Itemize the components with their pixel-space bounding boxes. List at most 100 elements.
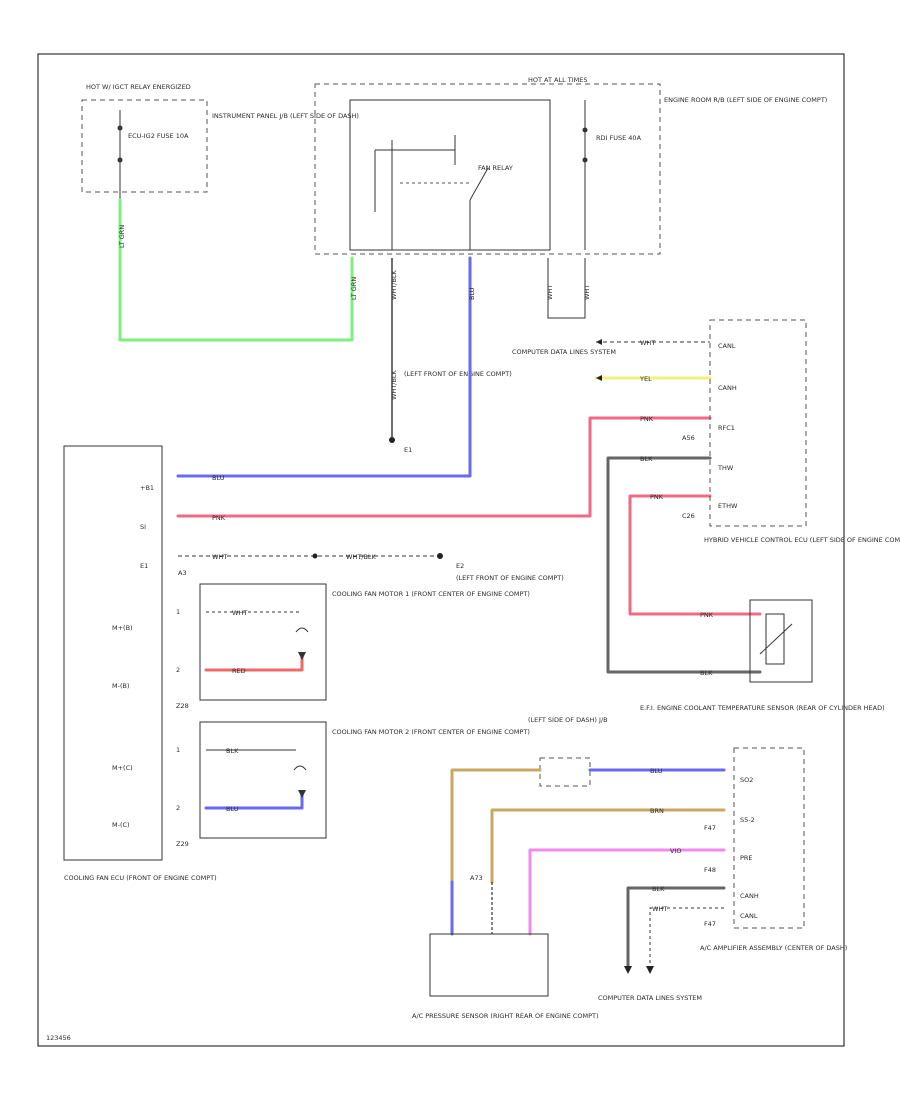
- pnk-label-ethw: PNK: [650, 493, 664, 501]
- ground-e2: [437, 553, 443, 559]
- vio-wire-pre: [528, 848, 726, 884]
- a73-label: A73: [470, 874, 483, 882]
- pnk-wire-ethw: [628, 494, 762, 616]
- m1n-pin: M-(B): [112, 682, 130, 690]
- rdi-fuse-label: RDI FUSE 40A: [596, 134, 642, 142]
- wht-canl-label: WHT: [640, 339, 655, 347]
- e2-label: E2: [456, 562, 464, 570]
- wht-blk-label-2: WHT/BLK: [390, 369, 398, 400]
- fan-relay-label: FAN RELAY: [478, 164, 513, 172]
- brn-s52-label: BRN: [650, 807, 664, 815]
- z29-label: Z29: [176, 840, 189, 848]
- rfc1-pin-label: RFC1: [718, 424, 735, 432]
- wht-label-2: WHT: [583, 285, 591, 300]
- ecu-ig2-fuse-label: ECU-IG2 FUSE 10A: [128, 132, 189, 140]
- hot-relay-label: HOT W/ IGCT RELAY ENERGIZED: [86, 83, 191, 91]
- left-front-e2-label: (LEFT FRONT OF ENGINE COMPT): [456, 574, 564, 582]
- ethw-pin-label: ETHW: [718, 502, 738, 510]
- hv-ecu-label: HYBRID VEHICLE CONTROL ECU (LEFT SIDE OF…: [704, 536, 900, 544]
- motor1-label: COOLING FAN MOTOR 1 (FRONT CENTER OF ENG…: [332, 590, 530, 598]
- wht-label-1: WHT: [546, 285, 554, 300]
- ac-amp-label: A/C AMPLIFIER ASSEMBLY (CENTER OF DASH): [700, 944, 847, 952]
- engine-room-rb: HOT AT ALL TIMES ENGINE ROOM R/B (LEFT S…: [314, 76, 827, 255]
- a56-label: A56: [682, 434, 695, 442]
- instrument-panel-jb: HOT W/ IGCT RELAY ENERGIZED ECU-IG2 FUSE…: [81, 83, 359, 200]
- pnk-label-2: PNK: [640, 415, 654, 423]
- motor1-pin1: 1: [176, 608, 180, 616]
- left-dash-label: (LEFT SIDE OF DASH) J/B: [528, 716, 608, 724]
- instr-panel-label: INSTRUMENT PANEL J/B (LEFT SIDE OF DASH): [212, 112, 359, 120]
- motor2-label: COOLING FAN MOTOR 2 (FRONT CENTER OF ENG…: [332, 728, 530, 736]
- ac-amplifier: SO2 S5-2 PRE CANH CANL F47 F48 F47 A/C A…: [700, 747, 847, 952]
- left-front-e1-label: (LEFT FRONT OF ENGINE COMPT): [404, 370, 512, 378]
- engine-room-label: ENGINE ROOM R/B (LEFT SIDE OF ENGINE COM…: [664, 96, 827, 104]
- m1p-pin: M+(B): [112, 624, 133, 632]
- canl-pin-label: CANL: [718, 342, 736, 350]
- blu-so2-label: BLU: [650, 767, 663, 775]
- lt-grn-wire: [118, 198, 354, 342]
- canh2-pin: CANH: [740, 892, 759, 900]
- computer-data-label-2: COMPUTER DATA LINES SYSTEM: [598, 994, 702, 1002]
- wht-blk-e1-label: WHT/BLK: [346, 553, 377, 561]
- jb-box: [539, 757, 591, 787]
- pnk-label-1: PNK: [212, 514, 226, 522]
- e1-pin: E1: [140, 562, 148, 570]
- z28-label: Z28: [176, 702, 189, 710]
- hot-all-label: HOT AT ALL TIMES: [528, 76, 588, 84]
- so2-pin: SO2: [740, 776, 753, 784]
- motor2-pin2: 2: [176, 804, 180, 812]
- lt-grn-label-2: LT GRN: [350, 277, 358, 300]
- motor2-blk-label: BLK: [226, 747, 239, 755]
- pnk-wire-si: [176, 416, 712, 518]
- cooling-fan-motor-2: 1 2 BLK BLU Z29 COOLING FAN MOTOR 2 (FRO…: [176, 721, 530, 848]
- m2n-pin: M-(C): [112, 821, 130, 829]
- wht-can-label: WHT: [652, 905, 667, 913]
- hybrid-vehicle-ecu: CANL CANH RFC1 THW ETHW A56 C26 HYBRID V…: [682, 319, 900, 544]
- thw-pin-label: THW: [717, 464, 734, 472]
- wht-e1-label: WHT: [212, 553, 227, 561]
- blu-label-2: BLU: [212, 474, 225, 482]
- blk-label-thw: BLK: [640, 455, 653, 463]
- motor1-pin2: 2: [176, 666, 180, 674]
- a3-label: A3: [178, 569, 187, 577]
- diagram-frame: [37, 53, 845, 1047]
- vio-pre-label: VIO: [670, 847, 681, 855]
- m2p-pin: M+(C): [112, 764, 133, 772]
- motor2-blu-label: BLU: [226, 805, 239, 813]
- computer-data-label-1: COMPUTER DATA LINES SYSTEM: [512, 348, 616, 356]
- ground-e1: [389, 437, 395, 443]
- e1-label: E1: [404, 446, 412, 454]
- canl2-pin: CANL: [740, 912, 758, 920]
- motor1-wht-label: WHT: [232, 609, 247, 617]
- yel-canh-label: YEL: [639, 375, 652, 383]
- blu-wire-b1: [176, 256, 472, 478]
- lt-grn-label-1: LT GRN: [118, 225, 126, 248]
- b1-pin: +B1: [140, 484, 154, 492]
- blk-label-sensor: BLK: [700, 669, 713, 677]
- f48-label: F48: [704, 866, 716, 874]
- wht-blk-label-1: WHT/BLK: [390, 269, 398, 300]
- canh-pin-label: CANH: [718, 384, 737, 392]
- si-pin: SI: [140, 523, 146, 531]
- ac-press-label: A/C PRESSURE SENSOR (RIGHT REAR OF ENGIN…: [412, 1012, 599, 1020]
- motor2-pin1: 1: [176, 746, 180, 754]
- brn-wire-s52: [490, 808, 726, 884]
- ac-pressure-sensor: [429, 933, 549, 997]
- pre-pin: PRE: [740, 854, 753, 862]
- thermistor-element: [765, 613, 785, 665]
- cooling-fan-motor-1: 1 2 WHT RED Z28 COOLING FAN MOTOR 1 (FRO…: [176, 583, 530, 710]
- efi-sensor-label: E.F.I. ENGINE COOLANT TEMPERATURE SENSOR…: [640, 704, 885, 712]
- tan-wire-1: [450, 768, 542, 884]
- pnk-label-sensor: PNK: [700, 611, 714, 619]
- c26-label: C26: [682, 512, 695, 520]
- thermistor-box: [749, 599, 813, 683]
- wht-wire-loop: [547, 258, 586, 319]
- blk-can-label: BLK: [652, 885, 665, 893]
- f47-label-2: F47: [704, 920, 716, 928]
- cfan-ecu-label: COOLING FAN ECU (FRONT OF ENGINE COMPT): [64, 874, 217, 882]
- figure-id: 123456: [46, 1034, 71, 1042]
- blk-wire-thw: [606, 456, 762, 674]
- computer-data-lines-top: COMPUTER DATA LINES SYSTEM WHT YEL: [512, 339, 712, 383]
- s52-pin: S5-2: [740, 816, 755, 824]
